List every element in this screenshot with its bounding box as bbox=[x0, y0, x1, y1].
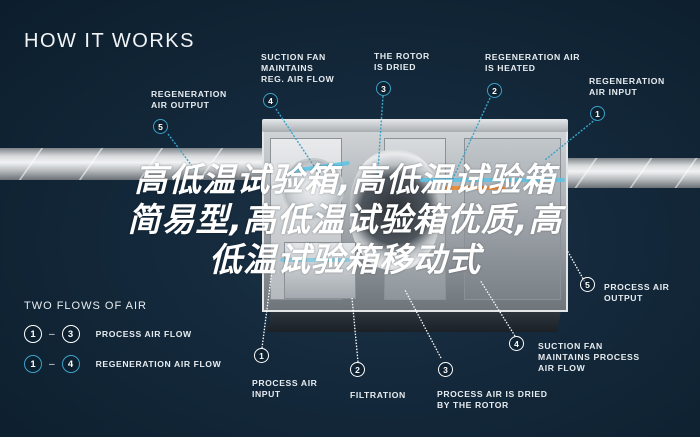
filter-box bbox=[284, 242, 356, 299]
process-step-2-badge: 2 bbox=[350, 362, 365, 377]
legend-row-process: 1 – 3 PROCESS AIR FLOW bbox=[24, 325, 192, 343]
heated-flow-streak bbox=[445, 186, 505, 190]
dehumidifier-unit bbox=[262, 130, 568, 312]
process-step-4-label: SUCTION FAN MAINTAINS PROCESS AIR FLOW bbox=[538, 341, 640, 373]
left-air-duct bbox=[0, 148, 300, 180]
watermark-line-3: 低温试验箱移动式 bbox=[209, 240, 481, 279]
process-step-1-badge: 1 bbox=[254, 348, 269, 363]
regen-step-1-label: REGENERATION AIR INPUT bbox=[589, 76, 665, 97]
watermark-line-2: 简易型,高低温试验箱优质,高 bbox=[127, 200, 563, 239]
inner-panel-right bbox=[464, 138, 561, 300]
watermark-line-1: 高低温试验箱,高低温试验箱 bbox=[134, 160, 556, 199]
process-step-3-badge: 3 bbox=[438, 362, 453, 377]
regen-step-3-label: THE ROTOR IS DRIED bbox=[374, 51, 430, 72]
legend-title: TWO FLOWS OF AIR bbox=[24, 300, 147, 312]
process-flow-streak bbox=[280, 258, 350, 262]
regeneration-flow-streak-right bbox=[420, 178, 565, 182]
legend-dash: – bbox=[49, 328, 55, 340]
regen-step-5-label: REGENERATION AIR OUTPUT bbox=[151, 89, 227, 110]
legend-row-regeneration: 1 – 4 REGENERATION AIR FLOW bbox=[24, 355, 221, 373]
legend-regen-from-badge: 1 bbox=[24, 355, 42, 373]
process-step-2-label: FILTRATION bbox=[350, 390, 406, 400]
page-title: HOW IT WORKS bbox=[24, 30, 195, 52]
regen-step-2-label: REGENERATION AIR IS HEATED bbox=[485, 52, 581, 73]
process-step-1-label: PROCESS AIR INPUT bbox=[252, 378, 318, 399]
regen-step-1-badge: 1 bbox=[590, 106, 605, 121]
regen-step-5-badge: 5 bbox=[153, 119, 168, 134]
desiccant-rotor bbox=[350, 150, 440, 270]
legend-regen-to-badge: 4 bbox=[61, 355, 80, 373]
legend-regen-label: REGENERATION AIR FLOW bbox=[95, 359, 222, 369]
process-step-4-badge: 4 bbox=[509, 336, 524, 351]
legend-process-label: PROCESS AIR FLOW bbox=[95, 329, 192, 339]
regen-step-4-badge: 4 bbox=[263, 93, 278, 108]
legend-dash: – bbox=[49, 358, 55, 370]
process-step-5-label: PROCESS AIR OUTPUT bbox=[604, 282, 670, 303]
process-step-5-badge: 5 bbox=[580, 277, 595, 292]
regen-step-2-badge: 2 bbox=[487, 83, 502, 98]
legend-process-to-badge: 3 bbox=[61, 325, 80, 343]
regen-step-3-badge: 3 bbox=[376, 81, 391, 96]
legend-process-from-badge: 1 bbox=[24, 325, 42, 343]
machine-top-cover bbox=[262, 119, 568, 132]
watermark-overlay: 高低温试验箱,高低温试验箱 简易型,高低温试验箱优质,高 低温试验箱移动式 bbox=[60, 160, 630, 280]
regen-step-4-label: SUCTION FAN MAINTAINS REG. AIR FLOW bbox=[261, 52, 335, 84]
right-air-duct bbox=[545, 158, 700, 188]
process-step-3-label: PROCESS AIR IS DRIED BY THE ROTOR bbox=[437, 389, 548, 410]
